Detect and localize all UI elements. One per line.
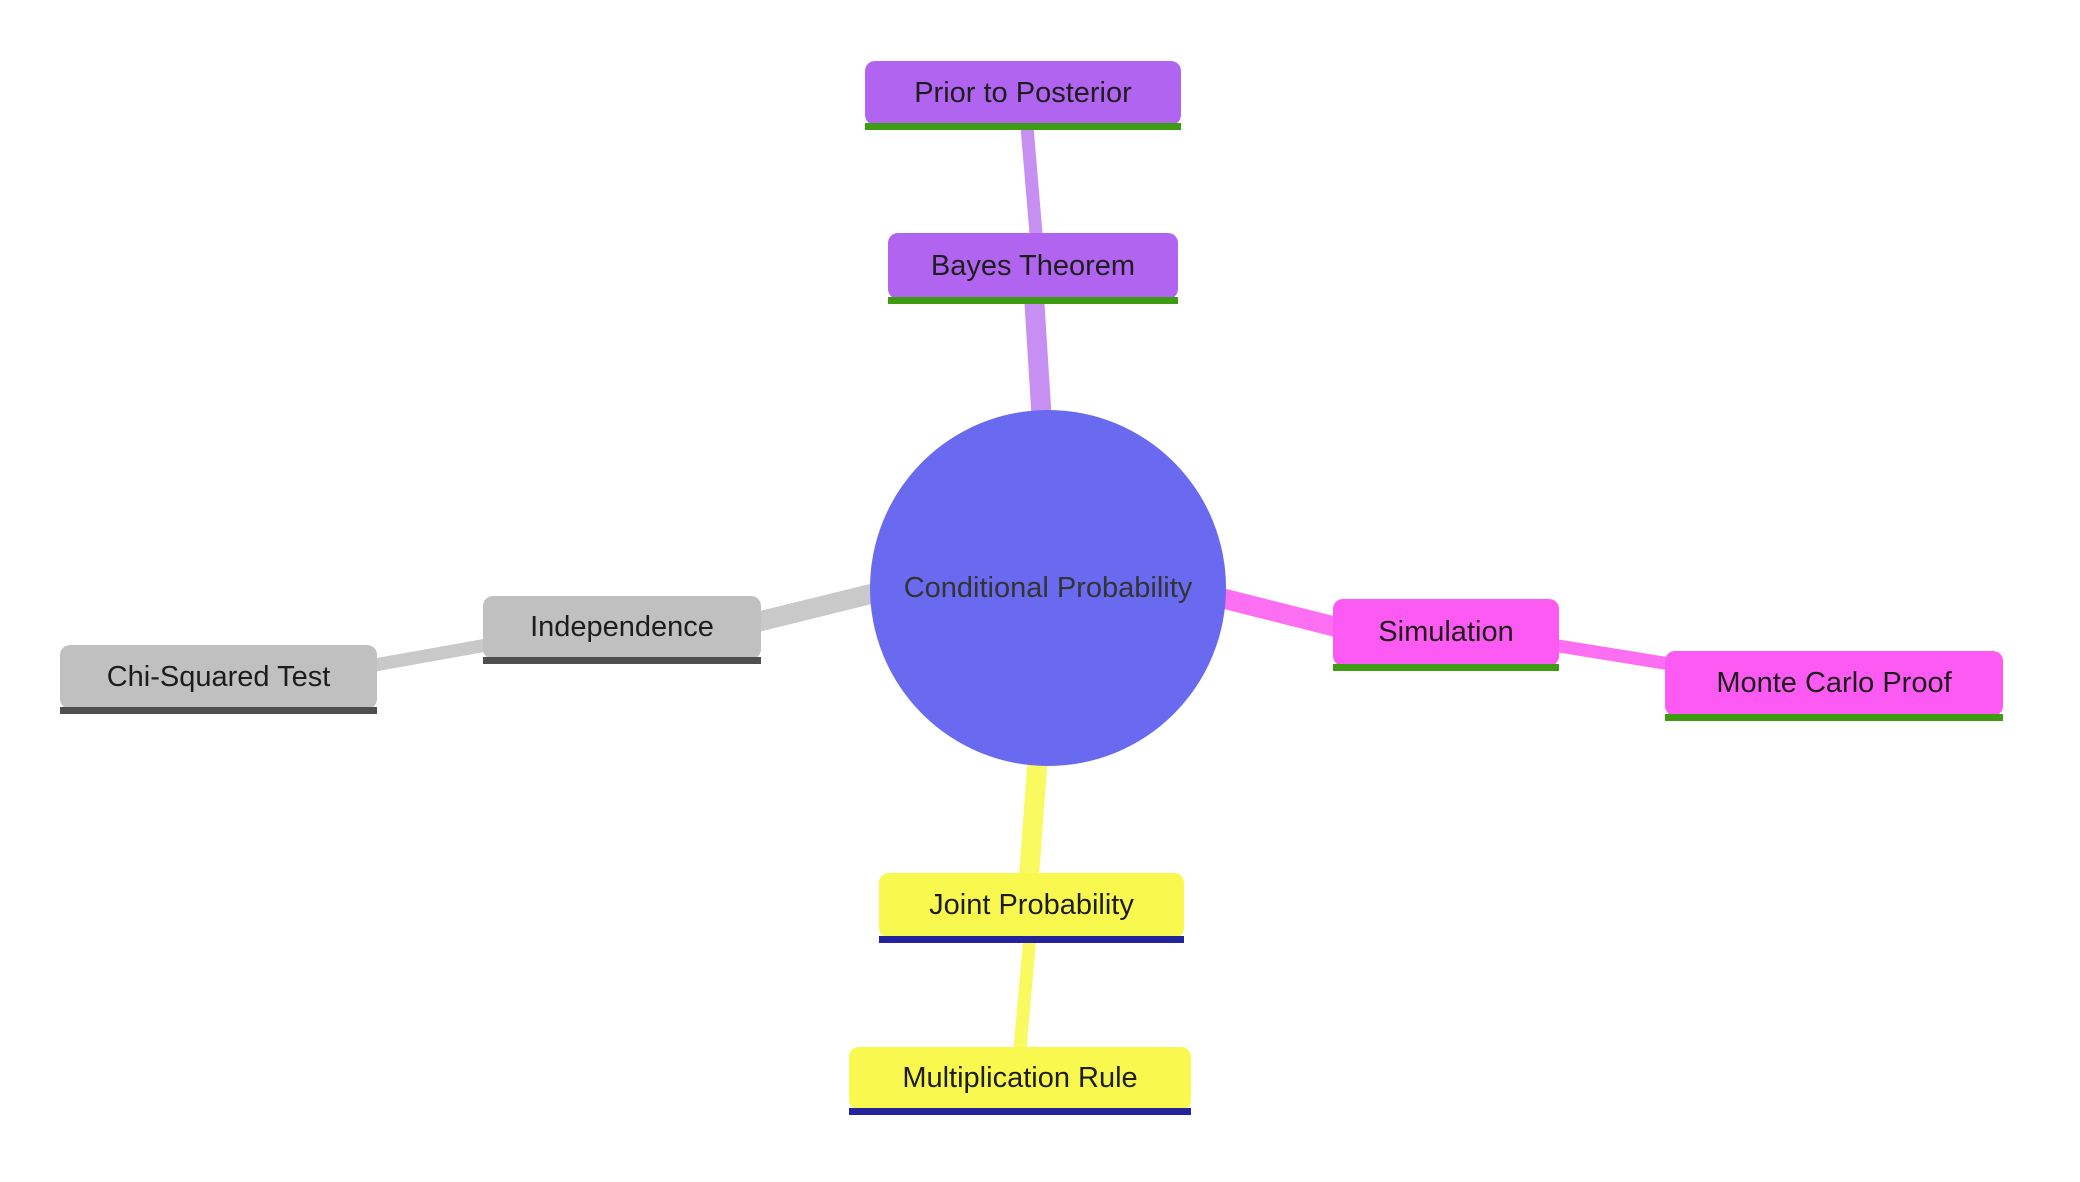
node-independence-label: Independence xyxy=(483,596,761,659)
root-node-conditional-probability: Conditional Probability xyxy=(870,410,1226,766)
node-underline xyxy=(1333,664,1559,671)
edge-joint-to-multiplication xyxy=(1012,924,1038,1061)
node-simulation: Simulation xyxy=(1333,599,1559,671)
node-prior-to-posterior-label: Prior to Posterior xyxy=(865,61,1181,125)
node-simulation-label: Simulation xyxy=(1333,599,1559,666)
node-prior-to-posterior: Prior to Posterior xyxy=(865,61,1181,130)
node-underline xyxy=(60,707,377,714)
node-independence: Independence xyxy=(483,596,761,664)
node-monte-carlo-proof-label: Monte Carlo Proof xyxy=(1665,651,2003,716)
node-underline xyxy=(865,123,1181,130)
node-chi-squared-test: Chi-Squared Test xyxy=(60,645,377,714)
node-underline xyxy=(1665,714,2003,721)
node-chi-squared-test-label: Chi-Squared Test xyxy=(60,645,377,709)
node-joint-probability-label: Joint Probability xyxy=(879,873,1184,938)
node-underline xyxy=(888,297,1178,304)
node-underline xyxy=(849,1108,1191,1115)
node-multiplication-rule: Multiplication Rule xyxy=(849,1047,1191,1115)
edge-bayes-to-prior xyxy=(1019,114,1044,246)
node-underline xyxy=(483,657,761,664)
node-underline xyxy=(879,936,1184,943)
node-bayes-theorem-label: Bayes Theorem xyxy=(888,233,1178,299)
node-monte-carlo-proof: Monte Carlo Proof xyxy=(1665,651,2003,721)
root-node-label: Conditional Probability xyxy=(903,571,1193,604)
node-joint-probability: Joint Probability xyxy=(879,873,1184,943)
node-multiplication-rule-label: Multiplication Rule xyxy=(849,1047,1191,1110)
node-bayes-theorem: Bayes Theorem xyxy=(888,233,1178,304)
